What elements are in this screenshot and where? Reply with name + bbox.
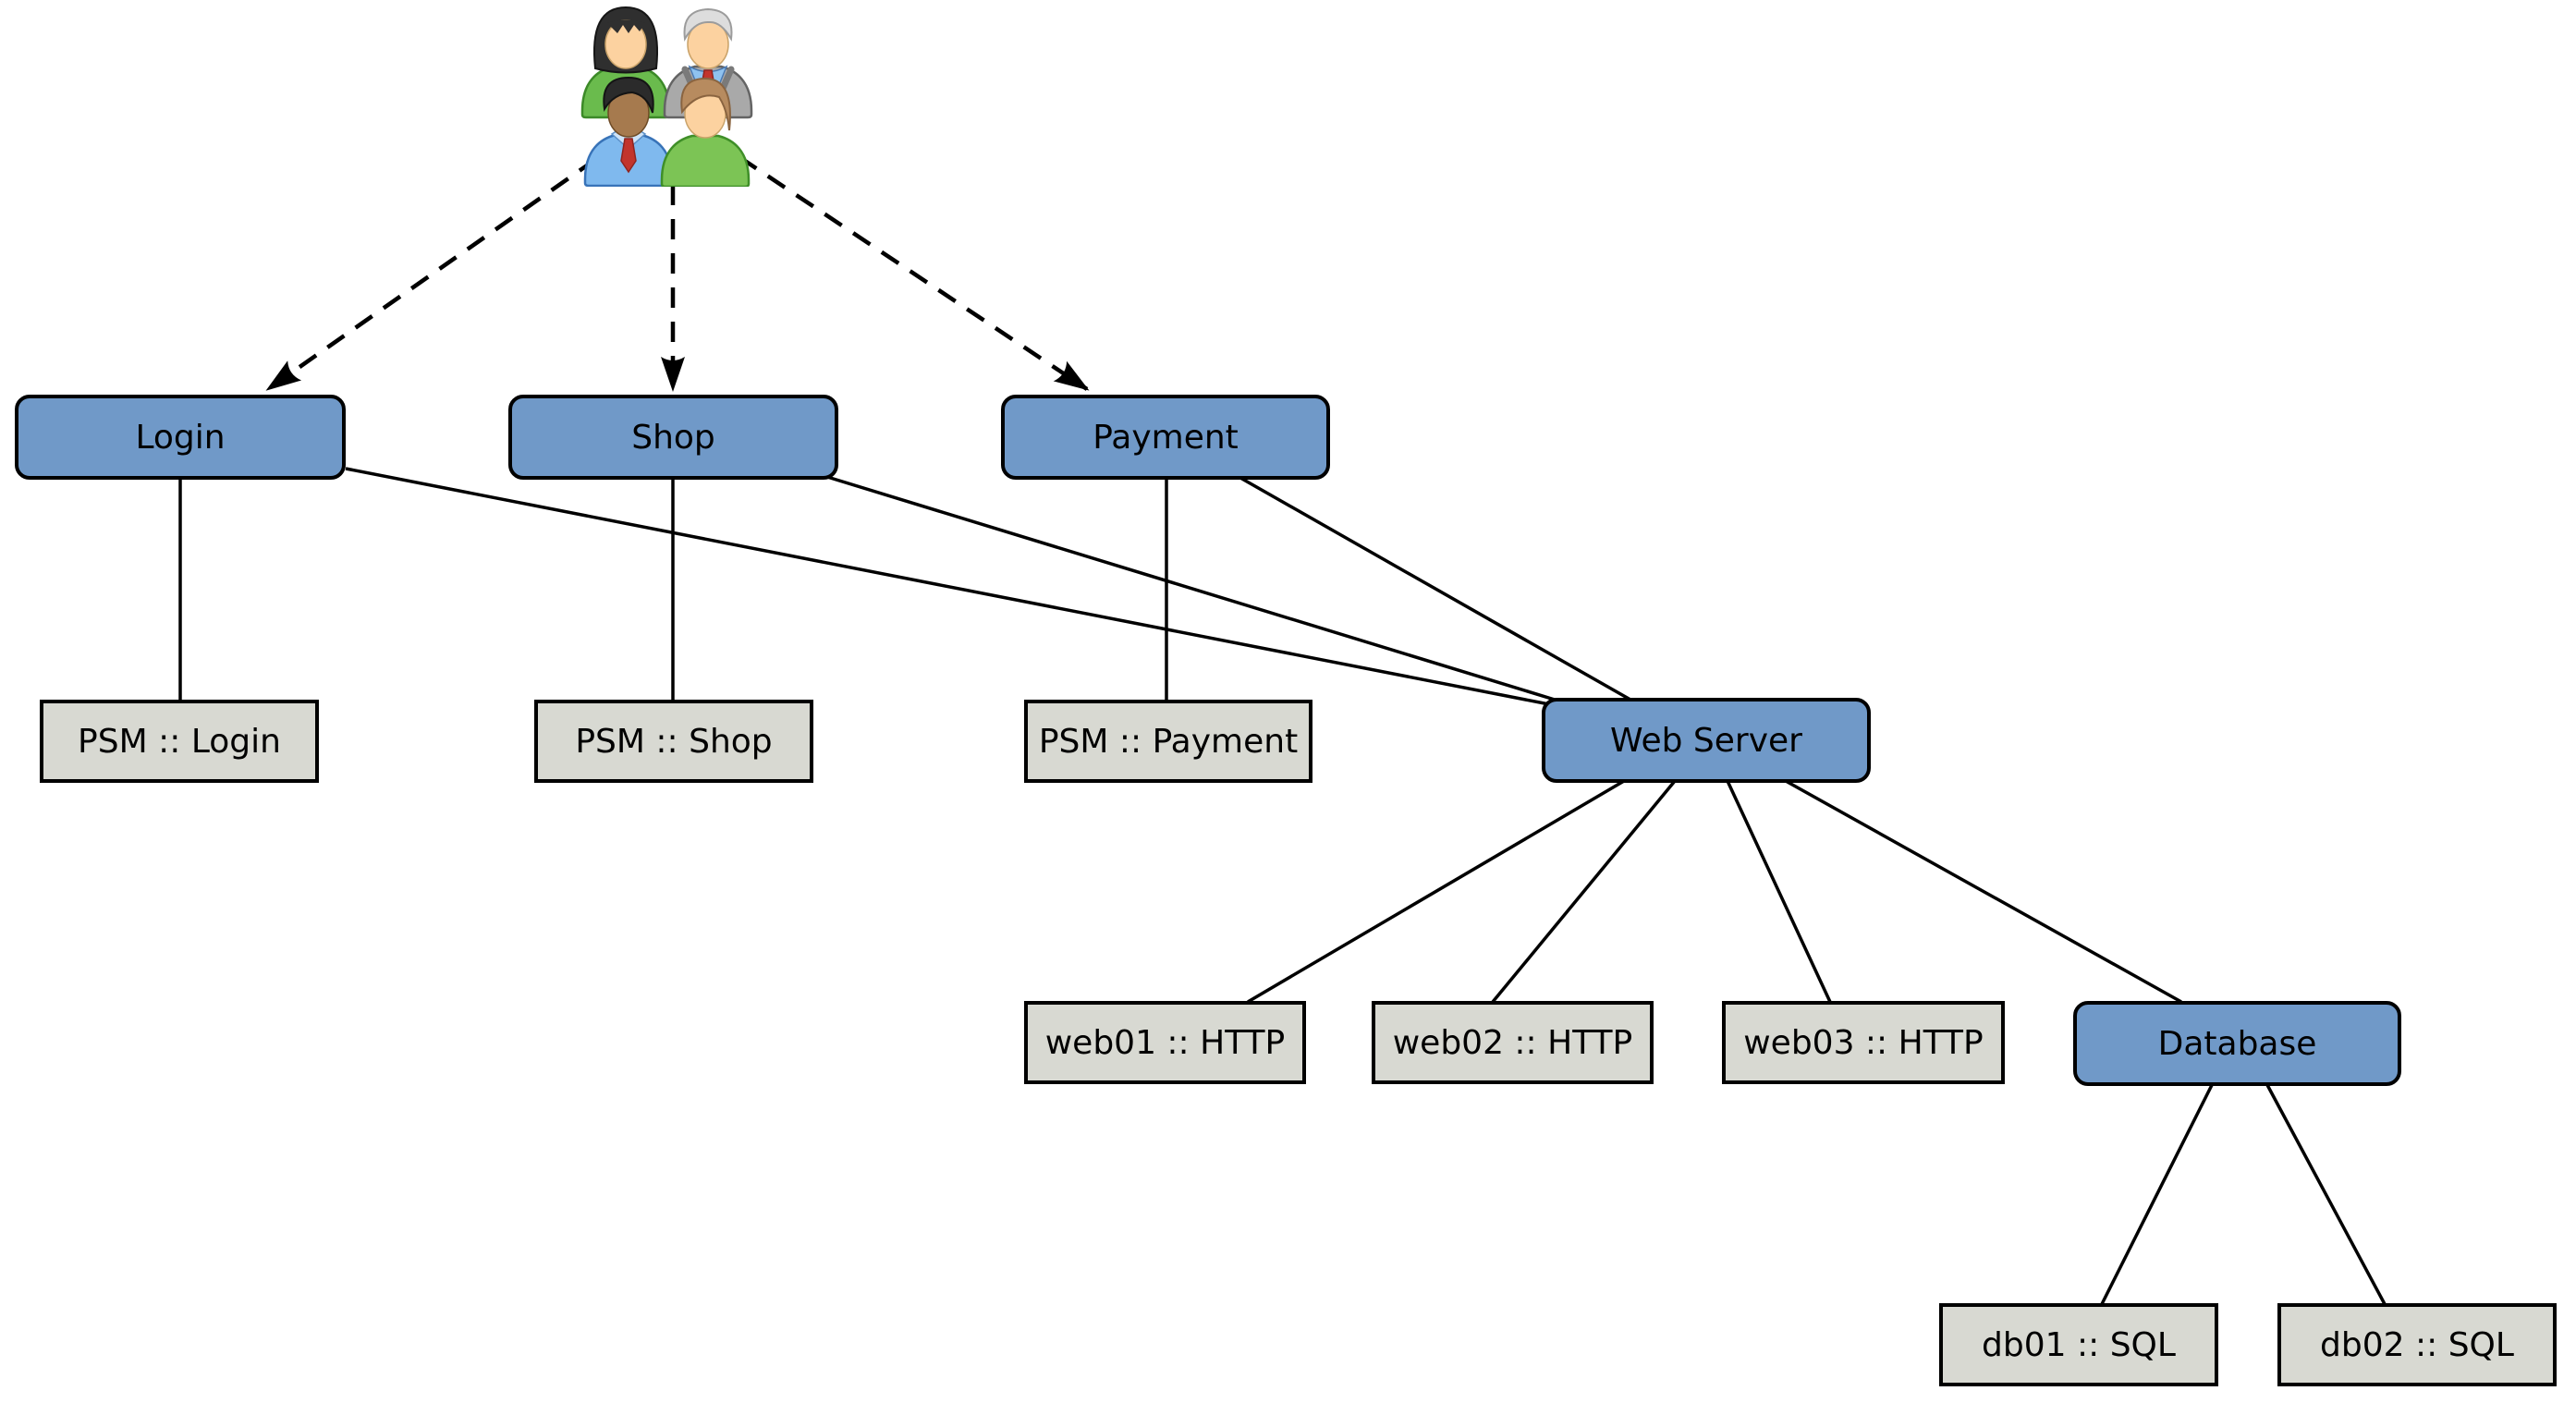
node-web03-label: web03 :: HTTP xyxy=(1743,1023,1984,1062)
node-web02-label: web02 :: HTTP xyxy=(1392,1023,1633,1062)
node-shop-label: Shop xyxy=(631,418,715,457)
node-db01: db01 :: SQL xyxy=(1939,1303,2218,1386)
node-login: Login xyxy=(15,395,346,480)
node-psm-shop-label: PSM :: Shop xyxy=(575,722,773,761)
node-psm-payment-label: PSM :: Payment xyxy=(1038,722,1299,761)
edge-users-payment xyxy=(738,155,1090,391)
node-web02: web02 :: HTTP xyxy=(1372,1001,1654,1084)
node-web-server: Web Server xyxy=(1542,698,1871,783)
edge-web-server-web01 xyxy=(1247,779,1625,1004)
node-web03: web03 :: HTTP xyxy=(1722,1001,2005,1084)
edge-web-server-web03 xyxy=(1726,780,1832,1003)
node-psm-payment: PSM :: Payment xyxy=(1024,700,1312,783)
node-login-label: Login xyxy=(135,418,226,457)
edge-web-server-web02 xyxy=(1491,779,1677,1004)
node-payment-label: Payment xyxy=(1093,418,1239,457)
node-database: Database xyxy=(2073,1001,2401,1086)
node-psm-login: PSM :: Login xyxy=(40,700,319,783)
node-web01: web01 :: HTTP xyxy=(1024,1001,1306,1084)
node-database-label: Database xyxy=(2157,1024,2317,1063)
person-man-green-shirt xyxy=(660,77,751,189)
node-db02: db02 :: SQL xyxy=(2277,1303,2557,1386)
node-web-server-label: Web Server xyxy=(1610,721,1802,760)
node-shop: Shop xyxy=(508,395,838,480)
edge-web-server-database xyxy=(1785,779,2182,1004)
users-group-icon xyxy=(573,6,758,189)
edge-shop-web-server xyxy=(826,475,1556,702)
node-db02-label: db02 :: SQL xyxy=(2320,1325,2514,1364)
node-db01-label: db01 :: SQL xyxy=(1982,1325,2176,1364)
edge-login-web-server xyxy=(345,467,1550,706)
person-man-blue-shirt xyxy=(583,76,674,188)
node-web01-label: web01 :: HTTP xyxy=(1044,1023,1286,1062)
node-payment: Payment xyxy=(1001,395,1330,480)
edge-database-db02 xyxy=(2265,1082,2387,1305)
node-psm-shop: PSM :: Shop xyxy=(534,700,813,783)
edge-payment-web-server xyxy=(1239,476,1631,702)
node-psm-login-label: PSM :: Login xyxy=(78,722,281,761)
edge-database-db01 xyxy=(2100,1082,2215,1305)
edge-users-login xyxy=(265,157,598,391)
